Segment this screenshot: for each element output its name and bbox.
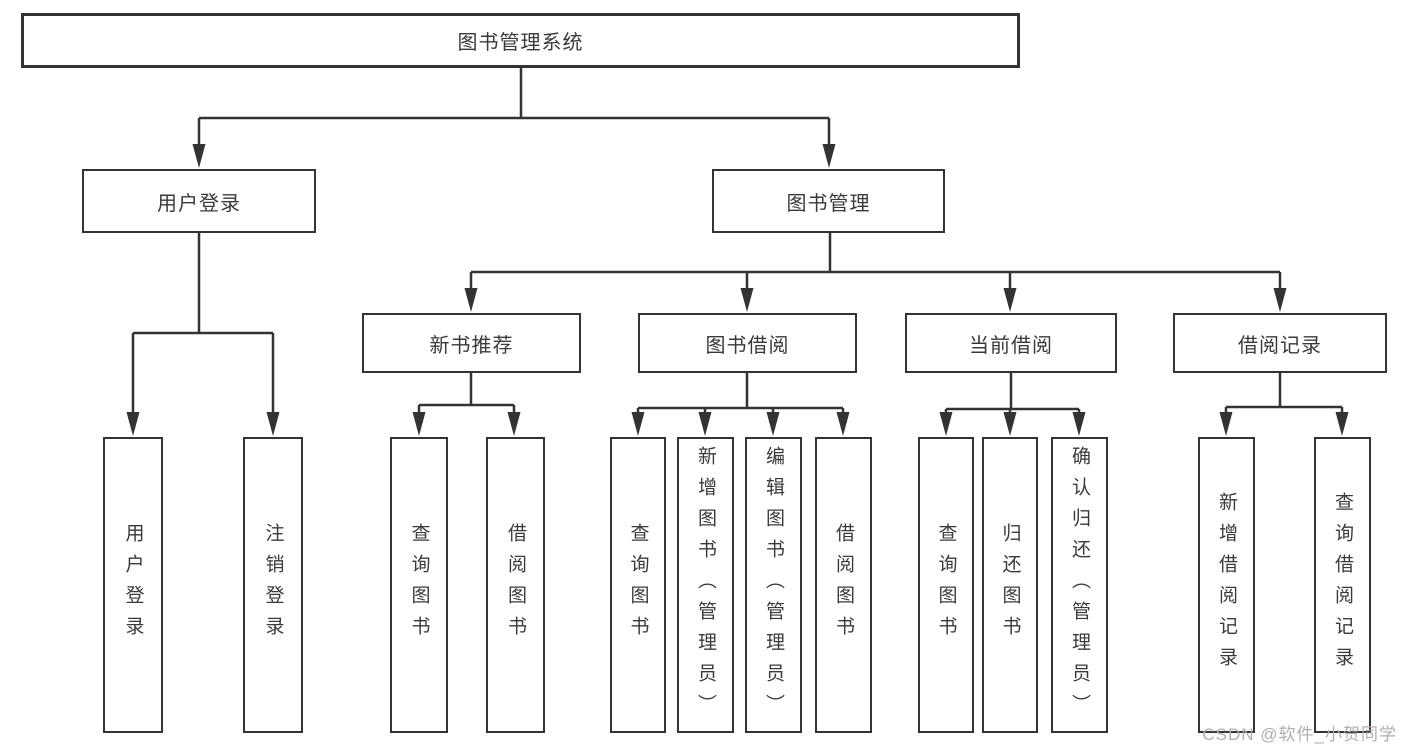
leaf-add-books-admin: 新增图书（管理员）: [677, 437, 734, 733]
leaf-add-borrow-record: 新增借阅记录: [1198, 437, 1255, 733]
node-label: 新书推荐: [429, 334, 514, 357]
node-label: 用户登录: [122, 523, 144, 647]
node-book-borrow: 图书借阅: [638, 313, 857, 373]
node-current-borrow: 当前借阅: [905, 313, 1117, 373]
leaf-borrow-books-recommend: 借阅图书: [486, 437, 545, 733]
node-label: 图书管理: [786, 192, 871, 215]
node-label: 图书借阅: [705, 334, 790, 357]
leaf-query-books-borrow: 查询图书: [610, 437, 666, 733]
leaf-borrow-books: 借阅图书: [815, 437, 872, 733]
leaf-edit-books-admin: 编辑图书（管理员）: [745, 437, 802, 733]
node-new-book-recommend: 新书推荐: [362, 313, 581, 373]
node-label: 注销登录: [262, 523, 284, 647]
node-label: 借阅图书: [833, 523, 854, 647]
leaf-logout: 注销登录: [243, 437, 303, 733]
node-label: 编辑图书（管理员）: [763, 445, 784, 725]
node-book-management: 图书管理: [712, 169, 945, 233]
node-label: 查询图书: [935, 523, 957, 647]
node-label: 查询借阅记录: [1332, 492, 1353, 678]
node-label: 图书管理系统: [457, 32, 584, 54]
leaf-query-books-recommend: 查询图书: [390, 437, 448, 733]
node-label: 借阅记录: [1238, 334, 1322, 357]
node-label: 查询图书: [408, 523, 430, 647]
node-label: 借阅图书: [505, 523, 526, 647]
leaf-return-books: 归还图书: [982, 437, 1038, 733]
node-label: 当前借阅: [969, 334, 1053, 357]
leaf-query-books-current: 查询图书: [918, 437, 974, 733]
node-label: 用户登录: [157, 192, 241, 215]
leaf-user-login: 用户登录: [103, 437, 163, 733]
node-label: 查询图书: [627, 523, 649, 647]
node-label: 确认归还（管理员）: [1069, 445, 1090, 725]
node-label: 归还图书: [999, 523, 1021, 647]
node-label: 新增图书（管理员）: [695, 445, 716, 725]
leaf-query-borrow-record: 查询借阅记录: [1314, 437, 1371, 733]
node-root-system: 图书管理系统: [21, 13, 1020, 68]
node-label: 新增借阅记录: [1216, 492, 1237, 678]
leaf-confirm-return-admin: 确认归还（管理员）: [1051, 437, 1108, 733]
node-borrow-records: 借阅记录: [1173, 313, 1387, 373]
csdn-watermark: CSDN @软件_小贺同学: [1202, 725, 1397, 744]
node-user-login-branch: 用户登录: [82, 169, 316, 233]
